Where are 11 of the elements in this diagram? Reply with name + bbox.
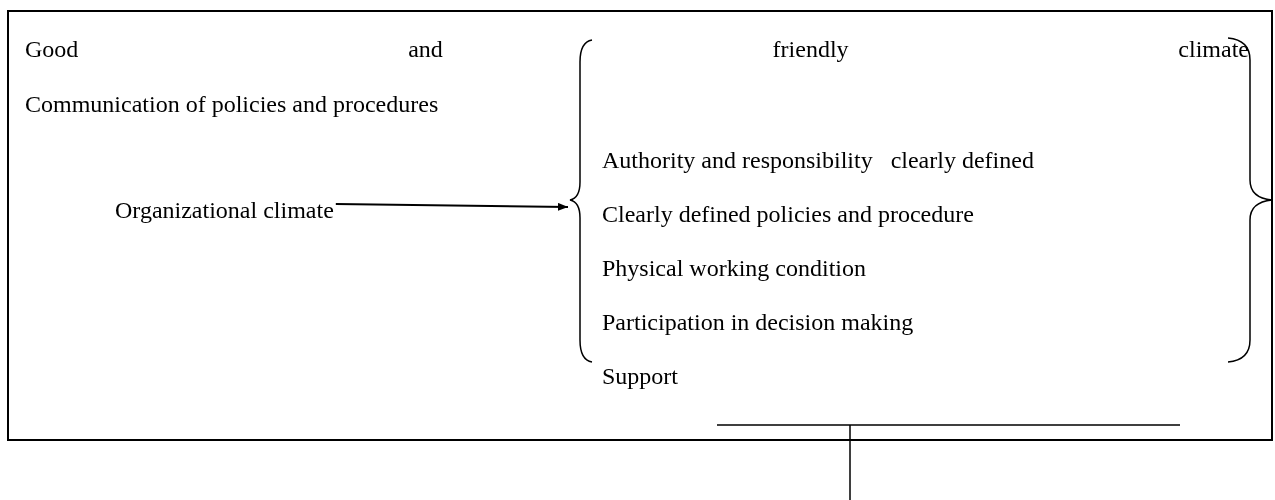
- curly-brace: [568, 39, 594, 364]
- text-label: Support: [602, 362, 678, 390]
- frame-box: [7, 10, 1273, 441]
- text-label: Participation in decision making: [602, 308, 914, 336]
- text-label: Authority and responsibility clearly defined: [602, 146, 1034, 174]
- arrow: [334, 202, 569, 211]
- node-text: Organizational climate: [115, 196, 334, 224]
- text-label: Clearly defined policies and procedure: [602, 200, 974, 228]
- text-label: Communication of policies and procedures: [25, 90, 439, 118]
- text-label: Physical working condition: [602, 254, 866, 282]
- text-label: Good and friendly climate: [25, 35, 1249, 63]
